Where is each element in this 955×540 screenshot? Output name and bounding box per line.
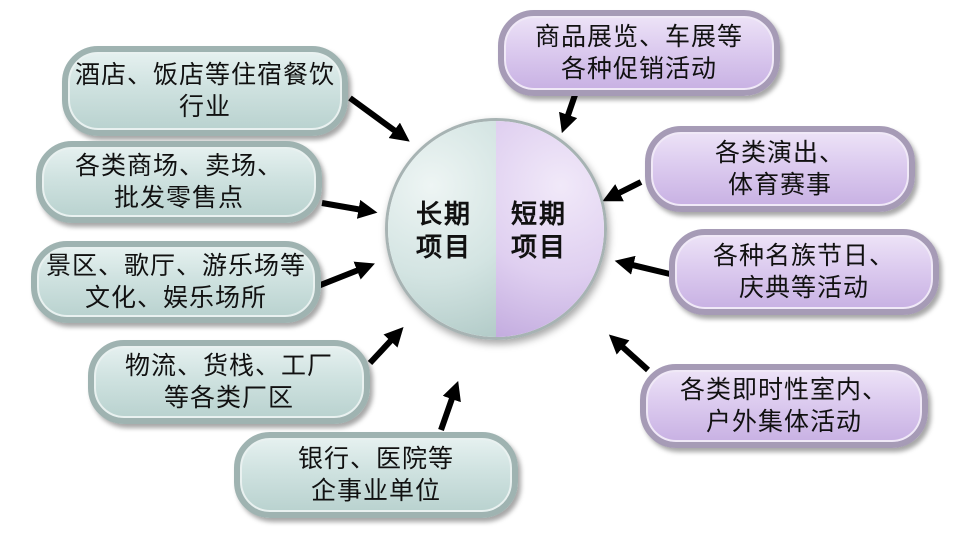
item-line: 户外集体活动 — [705, 407, 862, 436]
item-line: 各类商场、卖场、 — [74, 151, 283, 180]
arrow-bank — [438, 380, 461, 431]
item-line: 等各类厂区 — [163, 383, 294, 412]
short-term-half — [496, 121, 604, 337]
item-line: 批发零售点 — [113, 183, 244, 212]
item-line: 庆典等活动 — [738, 273, 869, 302]
item-line: 景区、歌厅、游乐场等 — [45, 251, 306, 280]
short-term-item-festival: 各种名族节日、 庆典等活动 — [669, 229, 939, 315]
item-line: 各种促销活动 — [560, 54, 717, 83]
item-line: 酒店、饭店等住宿餐饮 — [74, 60, 335, 89]
item-line: 各种名族节日、 — [712, 241, 895, 270]
arrow-scenic — [316, 261, 375, 289]
long-term-label: 长期 项目 — [416, 199, 472, 265]
arrow-instant — [608, 334, 651, 373]
long-term-label-line1: 长期 — [416, 200, 473, 230]
long-term-item-logistics: 物流、货栈、工厂 等各类厂区 — [88, 340, 370, 424]
arrow-performance — [602, 179, 643, 202]
item-line: 各类演出、 — [714, 138, 845, 167]
item-line: 物流、货栈、工厂 — [124, 351, 333, 380]
center-circle: 长期 项目 短期 项目 — [385, 118, 607, 340]
long-term-label-line2: 项目 — [416, 233, 473, 263]
short-term-label-line2: 项目 — [511, 233, 568, 263]
item-line: 商品展览、车展等 — [534, 22, 743, 51]
short-term-item-instant: 各类即时性室内、 户外集体活动 — [640, 364, 928, 448]
arrow-exhibition — [559, 91, 579, 134]
item-line: 行业 — [178, 92, 231, 121]
arrow-mall — [321, 199, 378, 219]
item-line: 体育赛事 — [727, 170, 832, 199]
short-term-item-exhibition: 商品展览、车展等 各种促销活动 — [498, 10, 780, 96]
arrow-logistics — [367, 326, 404, 366]
item-line: 银行、医院等 — [297, 444, 454, 473]
item-line: 企事业单位 — [310, 476, 441, 505]
item-line: 文化、娱乐场所 — [84, 283, 267, 312]
short-term-label: 短期 项目 — [511, 199, 567, 265]
long-term-half — [388, 121, 496, 337]
short-term-label-line1: 短期 — [511, 200, 568, 230]
arrow-festival — [614, 255, 671, 277]
long-term-item-hotel: 酒店、饭店等住宿餐饮 行业 — [62, 46, 348, 136]
short-term-item-performance: 各类演出、 体育赛事 — [645, 126, 915, 212]
long-term-item-mall: 各类商场、卖场、 批发零售点 — [36, 141, 322, 223]
long-term-item-bank: 银行、医院等 企事业单位 — [234, 432, 518, 518]
long-term-item-scenic: 景区、歌厅、游乐场等 文化、娱乐场所 — [31, 241, 321, 323]
item-line: 各类即时性室内、 — [679, 375, 888, 404]
